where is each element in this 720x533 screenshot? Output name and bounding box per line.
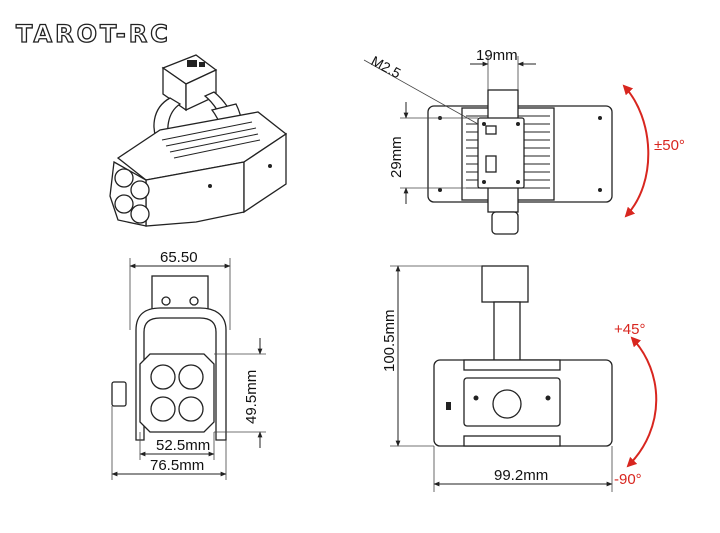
side-view-top-rail [463, 359, 561, 371]
front-view: 65.50 49.5mm 52.5mm 76.5mm [111, 249, 266, 480]
iso-lens-face [109, 160, 150, 227]
width-65-label: 65.50 [160, 249, 198, 266]
top-view-plate [477, 117, 525, 189]
side-view-mount [481, 265, 529, 303]
top-view-port-1 [485, 125, 497, 135]
tilt-arc [626, 336, 658, 468]
front-view-lens-2 [178, 364, 204, 390]
length-99-label: 99.2mm [494, 467, 548, 484]
front-view-yoke [135, 307, 227, 441]
tilt-range-arc [622, 84, 650, 218]
side-view-pivot [492, 389, 522, 419]
isometric-view [109, 54, 288, 227]
top-view: M2.5 19mm 29mm ±50° [363, 47, 685, 235]
front-view-lens-1 [150, 364, 176, 390]
height-49-label: 49.5mm [243, 370, 260, 424]
top-view-port-2 [485, 155, 497, 173]
width-76-label: 76.5mm [150, 457, 204, 474]
side-view-bottom-rail [463, 435, 561, 447]
screw-label: M2.5 [369, 53, 404, 82]
height-29-label: 29mm [388, 136, 405, 178]
side-view: 100.5mm 99.2mm +45° -90° [381, 265, 658, 492]
front-view-lens-3 [150, 396, 176, 422]
width-19-label: 19mm [476, 47, 518, 64]
height-100-label: 100.5mm [381, 309, 398, 372]
front-view-lens-block [139, 353, 215, 433]
tilt-range-label: ±50° [654, 137, 685, 154]
width-52-label: 52.5mm [156, 437, 210, 454]
front-view-lens-4 [178, 396, 204, 422]
front-view-knob [111, 381, 127, 407]
tilt-down-label: -90° [614, 471, 642, 488]
top-view-knob [491, 211, 519, 235]
screw-leader [363, 59, 479, 125]
brand-logo-text: TAROT-RC [16, 20, 171, 48]
front-view-mount [151, 275, 209, 311]
brand-logo: TAROT-RC [15, 19, 171, 48]
tilt-up-label: +45° [614, 321, 645, 338]
